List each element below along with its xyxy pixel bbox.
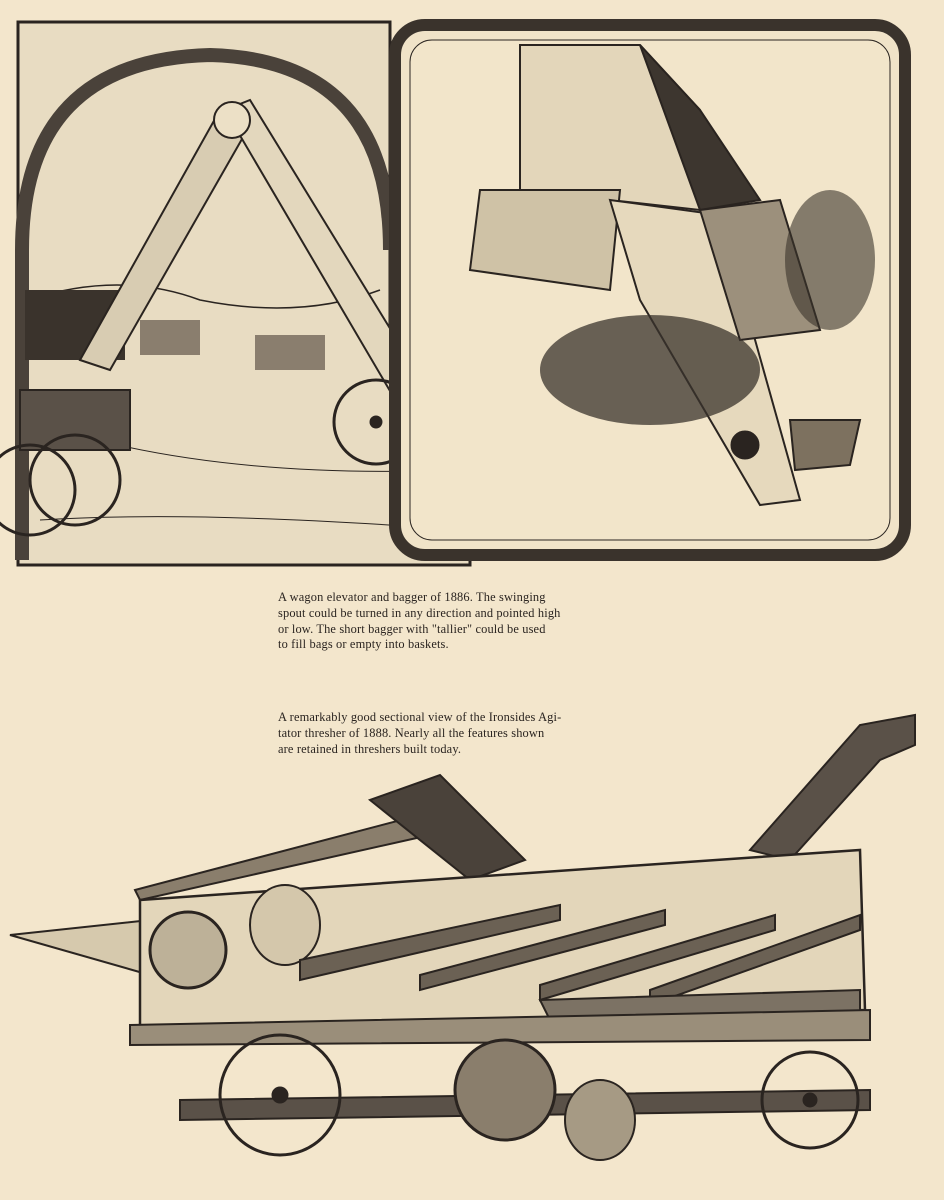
caption-line: to fill bags or empty into baskets. [278, 637, 449, 652]
caption-thresher: A remarkably good sectional view of the … [278, 710, 658, 757]
thresher-sectional-engraving [9, 713, 916, 1161]
caption-line: A remarkably good sectional view of the … [278, 710, 562, 724]
caption-elevator-bagger: A wagon elevator and bagger of 1886. The… [278, 590, 658, 653]
caption-line: are retained in threshers built today. [278, 741, 462, 756]
caption-line: tator thresher of 1888. Nearly all the f… [278, 725, 545, 740]
caption-line: A wagon elevator and bagger of 1886. The… [278, 590, 546, 604]
caption-line: or low. The short bagger with "tallier" … [278, 621, 546, 636]
wagon-elevator-engraving [0, 19, 911, 567]
caption-line: spout could be turned in any direction a… [278, 605, 561, 620]
